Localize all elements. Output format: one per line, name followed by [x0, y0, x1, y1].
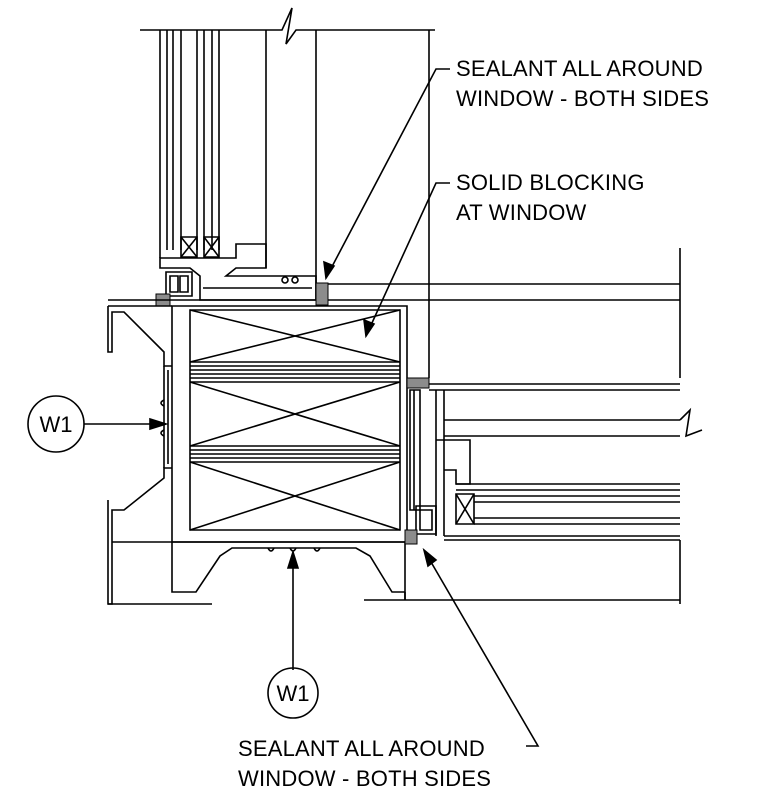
w1-tag-bottom-label: W1: [277, 681, 310, 706]
callout-sealant-top-line2: WINDOW - BOTH SIDES: [456, 86, 710, 111]
sealant-bottom: [405, 530, 417, 544]
w1-tag-bottom: W1: [268, 668, 318, 718]
leader-w1-bottom: [288, 552, 298, 670]
callout-solid-blocking-line1: SOLID BLOCKING: [456, 170, 645, 195]
upper-window-frame: [140, 8, 435, 378]
leader-sealant-bottom: [424, 550, 538, 746]
solid-blocking: [172, 306, 407, 542]
w1-tag-left-label: W1: [40, 412, 73, 437]
callout-sealant-bottom-line1: SEALANT ALL AROUND: [238, 736, 485, 761]
callout-solid-blocking-line2: AT WINDOW: [456, 200, 587, 225]
leader-sealant-top: [324, 69, 450, 278]
callout-sealant-bottom: SEALANT ALL AROUND WINDOW - BOTH SIDES: [238, 734, 491, 794]
leader-solid-blocking: [364, 183, 450, 336]
callout-sealant-bottom-line2: WINDOW - BOTH SIDES: [238, 766, 492, 791]
callout-sealant-top: SEALANT ALL AROUND WINDOW - BOTH SIDES: [456, 54, 709, 114]
sill-cap-structure: [108, 248, 680, 604]
sealant-top: [156, 283, 328, 306]
w1-tag-left: W1: [28, 396, 84, 452]
lower-window-frame: [407, 378, 702, 604]
callout-solid-blocking: SOLID BLOCKING AT WINDOW: [456, 168, 645, 228]
leader-w1-left: [84, 419, 166, 429]
callout-sealant-top-line1: SEALANT ALL AROUND: [456, 56, 703, 81]
